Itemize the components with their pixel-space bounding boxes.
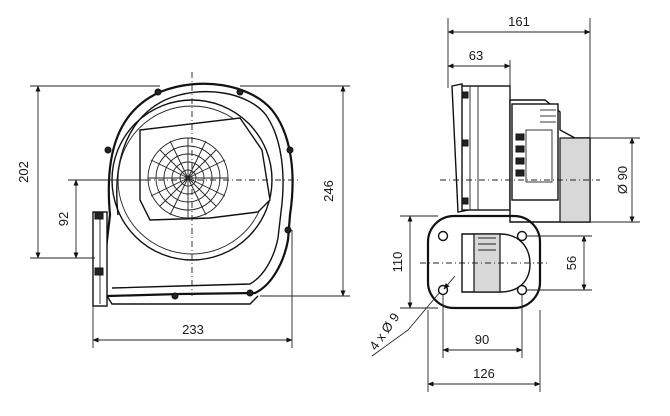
side-dim-dia90: Ø 90 <box>590 137 640 223</box>
front-dim-92: 92 <box>56 179 148 259</box>
flange-hole-br <box>516 284 528 296</box>
flange-outlet <box>461 233 531 293</box>
fan-grille <box>147 137 229 219</box>
dim-label-202: 202 <box>16 161 31 183</box>
dim-label-246: 246 <box>321 180 336 202</box>
dim-label-90: 90 <box>475 332 489 347</box>
side-view <box>440 83 600 223</box>
dim-label-56: 56 <box>564 256 579 270</box>
flange-view <box>420 214 548 310</box>
flange-plate <box>426 214 542 310</box>
dim-label-holes: 4 x Ø 9 <box>366 310 402 353</box>
side-dim-161: 161 <box>447 14 591 138</box>
front-motor-box <box>139 117 271 221</box>
dim-label-110: 110 <box>390 252 405 273</box>
flange-dim-90: 90 <box>442 294 523 358</box>
front-view <box>80 72 300 307</box>
flange-hole-tr <box>516 230 528 242</box>
flange-dim-56: 56 <box>526 235 592 291</box>
dim-label-63: 63 <box>469 48 483 63</box>
front-dim-202: 202 <box>16 85 160 259</box>
side-dim-63: 63 <box>447 48 511 100</box>
dim-label-dia90: Ø 90 <box>615 166 630 194</box>
front-housing-inner <box>111 90 284 289</box>
dim-label-233: 233 <box>182 322 204 337</box>
side-connector <box>511 103 559 201</box>
flange-hole-tl <box>437 230 449 242</box>
dim-label-126: 126 <box>473 366 495 381</box>
front-dim-233: 233 <box>92 230 293 348</box>
dim-label-92: 92 <box>56 212 71 226</box>
front-housing-outer <box>98 82 294 302</box>
dim-label-161: 161 <box>508 14 530 29</box>
flange-dim-110: 110 <box>390 215 438 309</box>
front-dim-246: 246 <box>240 85 350 297</box>
flange-dim-126: 126 <box>427 310 541 392</box>
